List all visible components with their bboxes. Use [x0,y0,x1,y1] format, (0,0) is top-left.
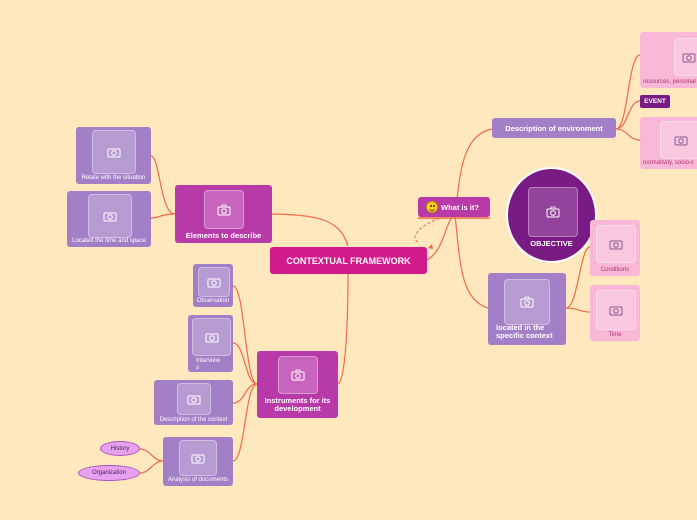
objective-node[interactable]: OBJECTIVE [506,167,597,263]
elements-image-placeholder [204,190,244,229]
camera-icon [103,212,117,222]
camera-icon [682,53,696,63]
camera-icon [207,278,221,288]
resources-image-placeholder [674,38,697,76]
resources-label: resources, personal [643,79,696,85]
normativity-label: normativity, socio-c [643,160,694,166]
central-topic[interactable]: CONTEXTUAL FRAMEWORK [270,247,427,274]
description-context-image-placeholder [177,383,211,415]
description-context-card[interactable]: Description of the context [154,380,233,425]
description-context-label: Description of the context [159,417,228,423]
camera-icon [217,204,231,215]
instruments-image-placeholder [278,356,318,394]
history-label: History [110,446,130,452]
interviews-card[interactable]: Interview s [188,315,233,372]
event-label: EVENT [644,98,666,105]
relate-label: Relate with the situation [81,175,146,181]
conditions-image-placeholder [596,225,636,263]
organization-label: Organization [91,470,127,476]
event-node[interactable]: EVENT [640,95,670,108]
objective-label: OBJECTIVE [530,239,573,248]
analysis-image-placeholder [179,440,217,476]
analysis-documents-card[interactable]: Analysis of documents [163,437,233,486]
description-environment-label: Description of environment [505,124,603,133]
camera-icon [674,136,688,146]
camera-icon [191,454,205,464]
history-pill[interactable]: History [100,441,140,456]
camera-icon [291,369,305,381]
normativity-image-placeholder [660,121,697,159]
interviews-image-placeholder [192,318,231,356]
located-context-image-placeholder [504,279,550,325]
located-context-label: located in the specific context [496,323,553,340]
conditions-card[interactable]: Conditions [590,220,640,276]
normativity-card[interactable]: normativity, socio-c [640,117,697,169]
camera-icon [609,240,623,250]
located-time-card[interactable]: Located the time and space [67,191,151,247]
central-topic-label: CONTEXTUAL FRAMEWORK [286,256,411,266]
located-time-image-placeholder [88,194,132,238]
time-label: Time [608,332,622,338]
located-time-label: Located the time and space [72,238,146,244]
elements-describe-node[interactable]: Elements to describe [175,185,272,243]
smiley-icon [426,201,438,213]
camera-icon [107,148,121,158]
interviews-label: Interview s [196,358,221,371]
time-image-placeholder [596,290,636,330]
instruments-label: Instruments for its development [264,396,331,413]
observation-label: Observation [196,298,230,304]
camera-icon [609,306,623,316]
observation-card[interactable]: Observation [193,264,233,307]
analysis-label: Analysis of documents [167,477,229,483]
relate-card[interactable]: Relate with the situation [76,127,151,184]
instruments-node[interactable]: Instruments for its development [257,351,338,418]
camera-icon [546,206,560,218]
camera-icon [187,395,201,405]
camera-icon [520,296,534,308]
what-is-it-label: What is it? [441,203,479,212]
resources-card[interactable]: resources, personal [640,32,697,88]
time-card[interactable]: Time [590,285,640,341]
observation-image-placeholder [198,267,230,297]
camera-icon [205,333,218,343]
organization-pill[interactable]: Organization [78,465,140,481]
conditions-label: Conditions [600,267,630,273]
located-context-node[interactable]: located in the specific context [488,273,566,345]
elements-describe-label: Elements to describe [185,231,262,240]
description-environment-node[interactable]: Description of environment [492,118,616,138]
relate-image-placeholder [92,130,136,174]
objective-image-placeholder [528,187,578,237]
what-is-it-node[interactable]: What is it? [418,197,490,217]
